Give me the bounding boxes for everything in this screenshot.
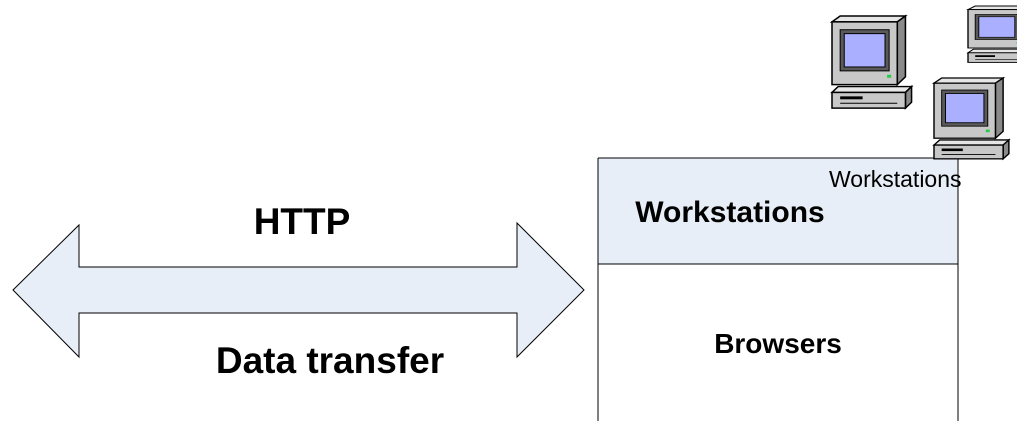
desktop-computer-icon — [933, 77, 1010, 160]
desktop-computer-icon — [831, 15, 913, 109]
box-header — [598, 158, 958, 264]
desktop-computer-icon — [967, 5, 1017, 64]
arrow-top-label: HTTP — [254, 201, 351, 242]
workstations-caption: Workstations — [829, 166, 962, 192]
box-bottom-label: Browsers — [714, 328, 842, 359]
arrow-bottom-label: Data transfer — [216, 340, 444, 381]
box-top-label: Workstations — [635, 196, 824, 229]
double-arrow — [12, 221, 585, 359]
